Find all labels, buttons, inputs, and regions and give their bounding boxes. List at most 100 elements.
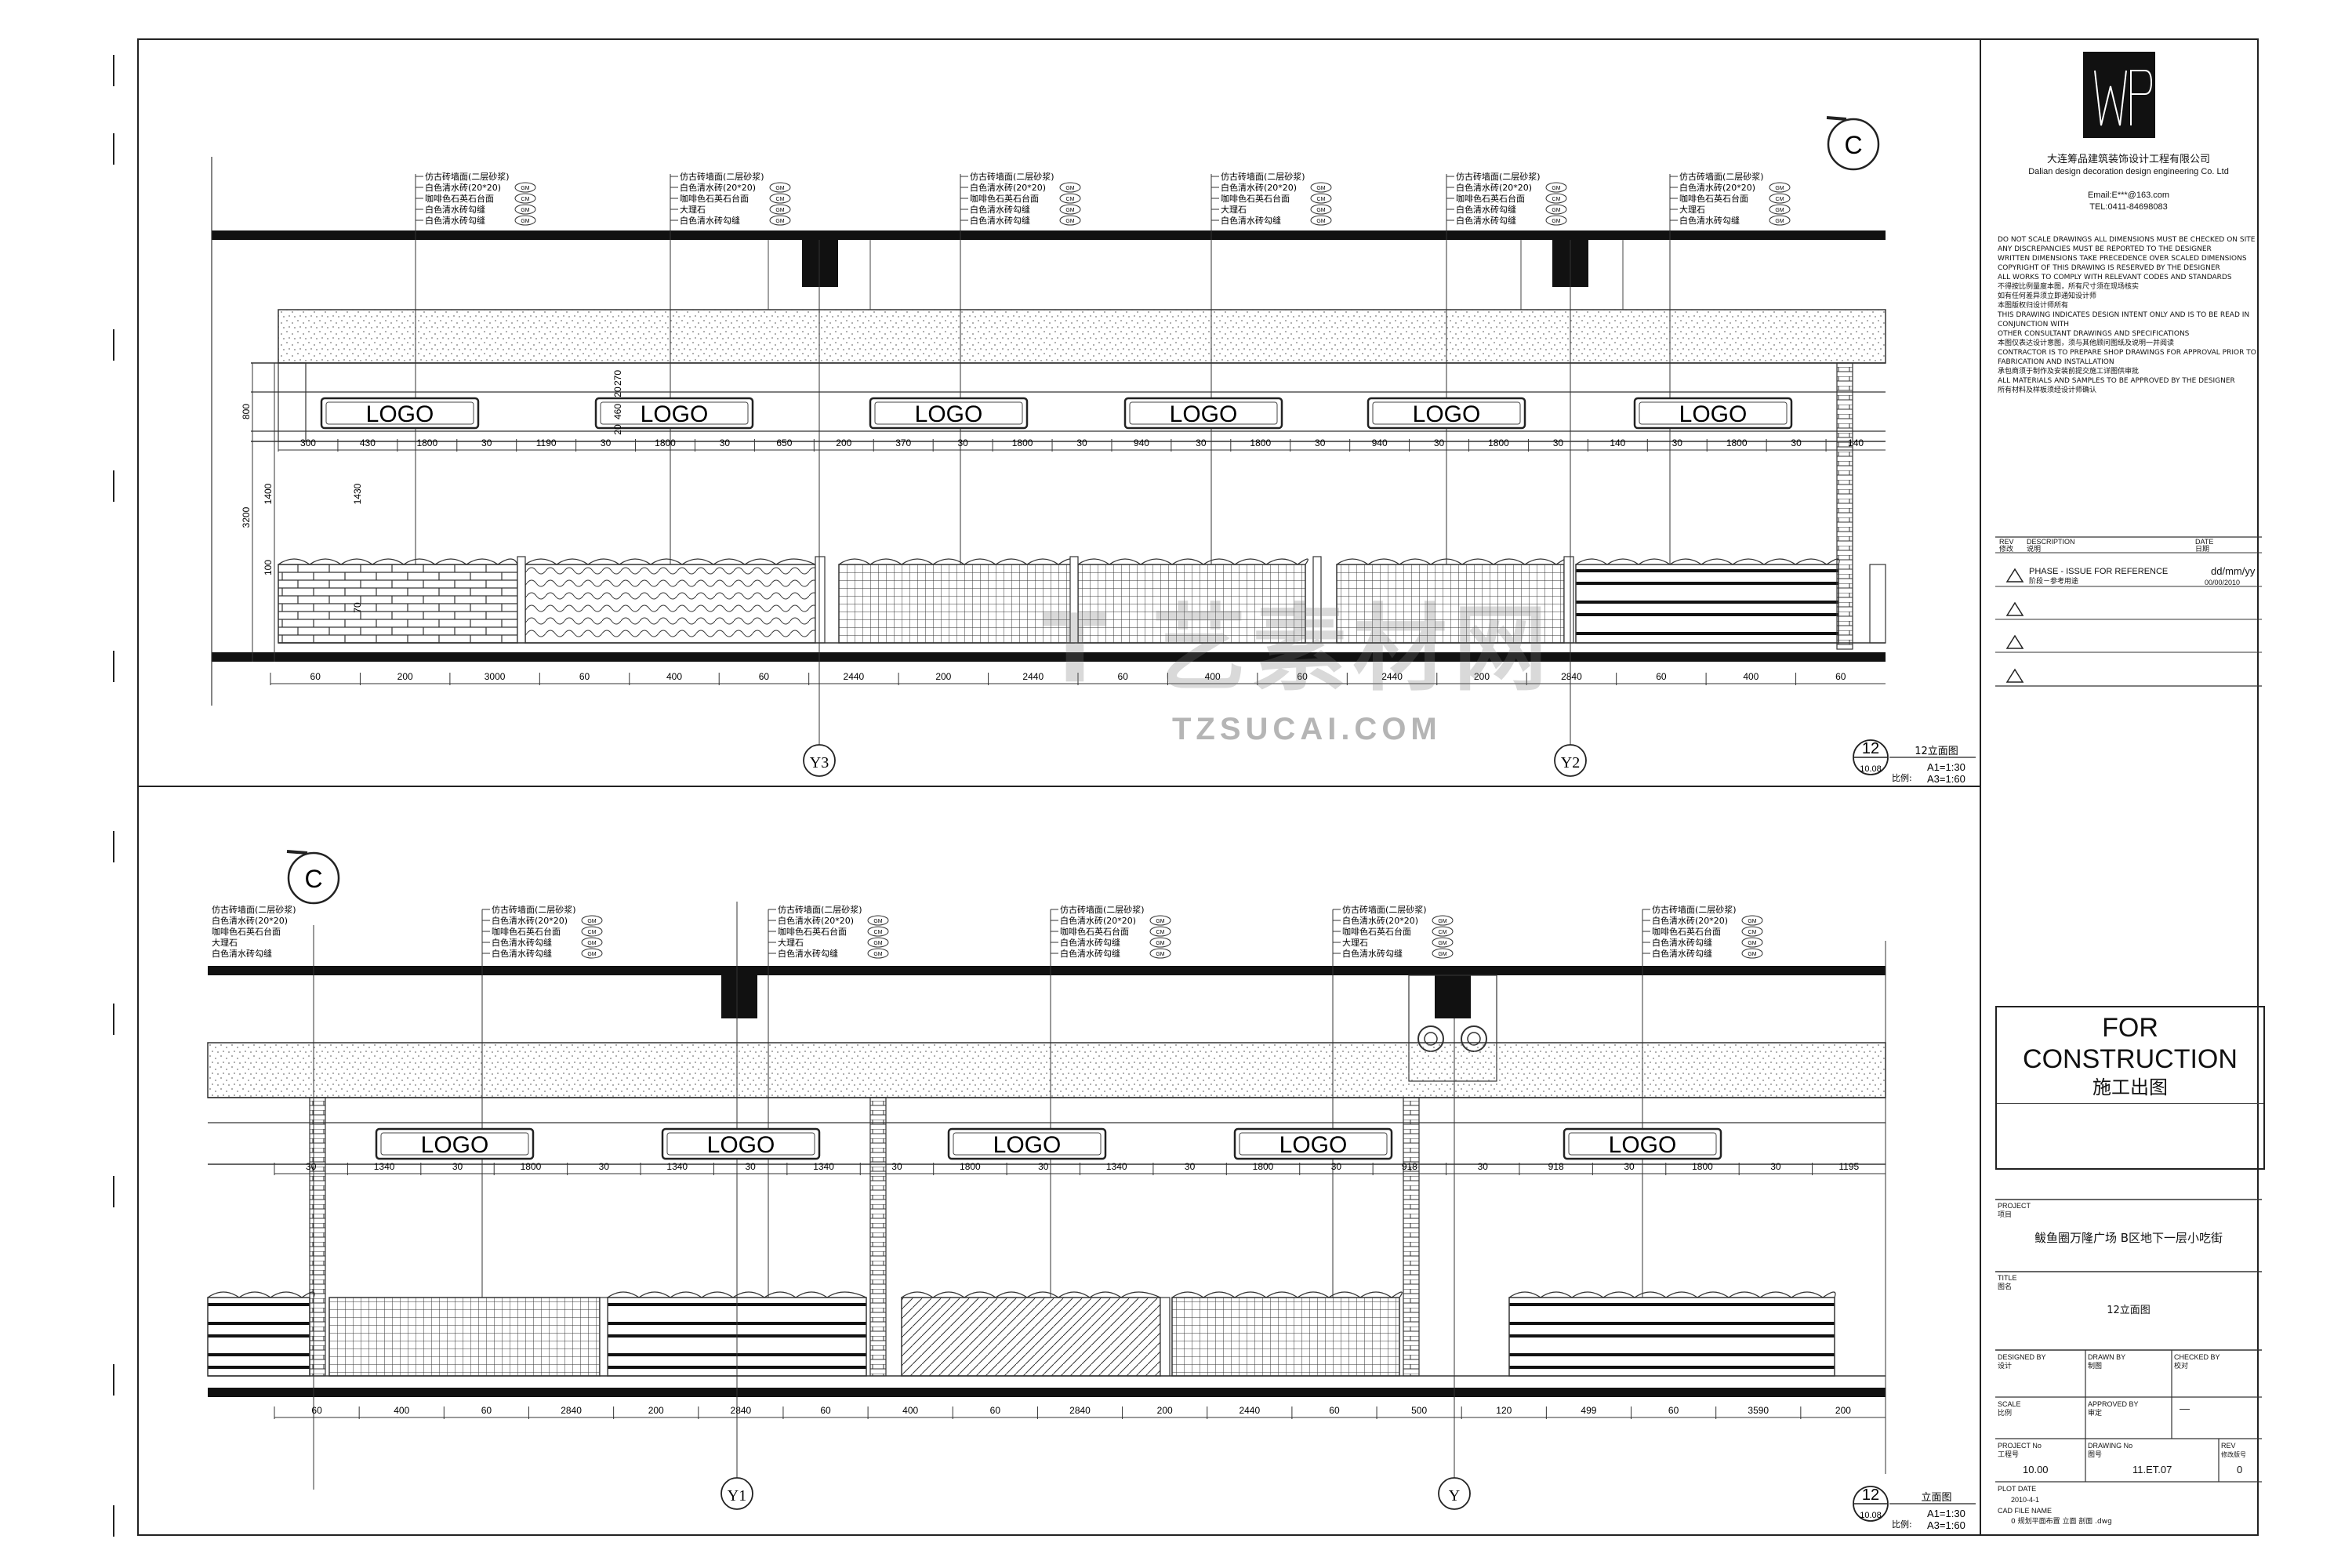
note-line: 不得按比例量度本图，所有尺寸须在现场核实: [1998, 283, 2140, 291]
callout-tag: CM: [1066, 197, 1075, 202]
callout-text: 仿古砖墙面(二层砂浆): [425, 171, 510, 182]
dimension-label: 30: [1770, 1161, 1781, 1172]
scale-label-top: 比例:: [1892, 772, 1912, 783]
project-name: 鲅鱼圈万隆广场 B区地下一层小吃街: [2034, 1231, 2223, 1245]
sign-logo-text: LOGO: [707, 1132, 775, 1158]
dimension-label: 1800: [1253, 1161, 1274, 1172]
callout-tag: CM: [1317, 197, 1326, 202]
sign-inner-border: [380, 1132, 529, 1156]
rev-head-rev-cn: 修改: [1999, 545, 2014, 553]
ref-sheet-top: 10.08: [1860, 764, 1882, 774]
scale-a3-bottom: A3=1:60: [1927, 1519, 1965, 1531]
callout-text: 白色清水砖(20*20): [778, 915, 854, 926]
sign-panel: [869, 397, 1029, 430]
callout-tag: GM: [1438, 919, 1446, 924]
dimension-label: 30: [481, 437, 492, 448]
callout-tag: GM: [1156, 919, 1164, 924]
general-notes: DO NOT SCALE DRAWINGS ALL DIMENSIONS MUS…: [1998, 235, 2256, 395]
grid-label-y: Y: [1449, 1487, 1460, 1504]
drawing-no-label: DRAWING No: [2088, 1442, 2133, 1450]
callout-text: 白色清水砖(20*20): [1652, 915, 1728, 926]
checked-by-label: CHECKED BY: [2174, 1353, 2220, 1361]
callout-tag: CM: [1156, 930, 1165, 935]
note-line: OTHER CONSULTANT DRAWINGS AND SPECIFICAT…: [1998, 330, 2190, 338]
checked-dash: —: [2180, 1403, 2190, 1414]
sign-panel: [947, 1127, 1107, 1160]
dimension-label: 1800: [1012, 437, 1033, 448]
rev-label: REV: [2221, 1442, 2236, 1450]
dimension-label: 30: [1553, 437, 1564, 448]
dimension-label: 918: [1402, 1161, 1417, 1172]
callout-text: 仿古砖墙面(二层砂浆): [492, 904, 576, 915]
phase-date-sub: 00/00/2010: [2205, 579, 2241, 586]
drawing-no-label-cn: 图号: [2088, 1450, 2103, 1458]
callout-text: 仿古砖墙面(二层砂浆): [1342, 904, 1427, 915]
callout-text: 大理石: [212, 937, 238, 948]
callout-tag: GM: [1316, 186, 1325, 191]
rev-head-date-cn: 日期: [2195, 545, 2210, 553]
note-line: CONTRACTOR IS TO PREPARE SHOP DRAWINGS F…: [1998, 349, 2256, 357]
callout-text: 白色清水砖勾缝: [425, 215, 485, 226]
sign-inner-border: [953, 1132, 1102, 1156]
vertical-dimension: 20: [612, 424, 623, 435]
callout-text: 咖啡色石英石台面: [212, 926, 281, 937]
callout-tag: GM: [1552, 186, 1560, 191]
sign-panel: [661, 1127, 821, 1160]
vertical-dimension: 460: [612, 404, 623, 419]
dimension-label: 30: [1185, 1161, 1196, 1172]
callout-tag: CM: [1552, 197, 1561, 202]
callout-text: 白色清水砖(20*20): [212, 915, 288, 926]
sign-inner-border: [600, 401, 749, 425]
callout-tag: GM: [775, 219, 784, 224]
vertical-dimension: 3200: [241, 506, 252, 528]
sign-logo-text: LOGO: [1170, 401, 1238, 427]
dimension-label: 60: [1297, 671, 1308, 682]
note-line: 如有任何差异须立即通知设计师: [1998, 292, 2097, 300]
stamp-line-3: 施工出图: [2092, 1076, 2168, 1098]
callout-tag: GM: [521, 208, 529, 213]
approved-by-label-cn: 审定: [2088, 1409, 2103, 1417]
dimension-label: 60: [1329, 1405, 1340, 1416]
drawing-title: 12立面图: [2107, 1305, 2151, 1316]
callout-tag: GM: [587, 941, 596, 946]
sign-panel: [594, 397, 754, 430]
vertical-dimension: 70: [352, 602, 363, 613]
dimension-label: 60: [310, 671, 321, 682]
dimension-label: 60: [990, 1405, 1001, 1416]
callout-text: 咖啡色石英石台面: [1456, 193, 1525, 204]
scale-label-bottom: 比例:: [1892, 1519, 1912, 1530]
dimension-label: 400: [1205, 671, 1221, 682]
dimension-label: 940: [1372, 437, 1388, 448]
callout-text: 大理石: [1221, 204, 1247, 215]
dimension-label: 1800: [1692, 1161, 1713, 1172]
callout-tag: CM: [588, 930, 597, 935]
dimension-label: 1195: [1838, 1161, 1859, 1172]
callout-tag: GM: [587, 952, 596, 957]
rev-label-cn: 修改版号: [2221, 1451, 2246, 1458]
sign-inner-border: [1372, 401, 1521, 425]
sign-inner-border: [325, 401, 474, 425]
callout-tag: GM: [1316, 208, 1325, 213]
grid-label-y2: Y2: [1561, 754, 1580, 771]
callout-text: 仿古砖墙面(二层砂浆): [1679, 171, 1764, 182]
logo-sign: LOGO: [594, 397, 754, 430]
callout-text: 白色清水砖(20*20): [1060, 915, 1136, 926]
sign-logo-text: LOGO: [915, 401, 983, 427]
dimension-label: 1800: [1726, 437, 1748, 448]
dimension-label: 30: [306, 1161, 317, 1172]
callout-tag: GM: [873, 952, 882, 957]
callout-text: 仿古砖墙面(二层砂浆): [1221, 171, 1305, 182]
note-line: 本图仅表达设计意图，须与其他顾问图纸及说明一并阅读: [1998, 339, 2175, 347]
callout-text: 大理石: [680, 204, 706, 215]
callout-text: 白色清水砖勾缝: [970, 204, 1030, 215]
callout-tag: GM: [1775, 186, 1784, 191]
company-tel: TEL:0411-84698083: [2089, 202, 2168, 212]
callout-tag: GM: [1775, 219, 1784, 224]
vertical-dimension: 1400: [263, 483, 274, 504]
logo-sign: LOGO: [320, 397, 480, 430]
sign-panel: [375, 1127, 535, 1160]
